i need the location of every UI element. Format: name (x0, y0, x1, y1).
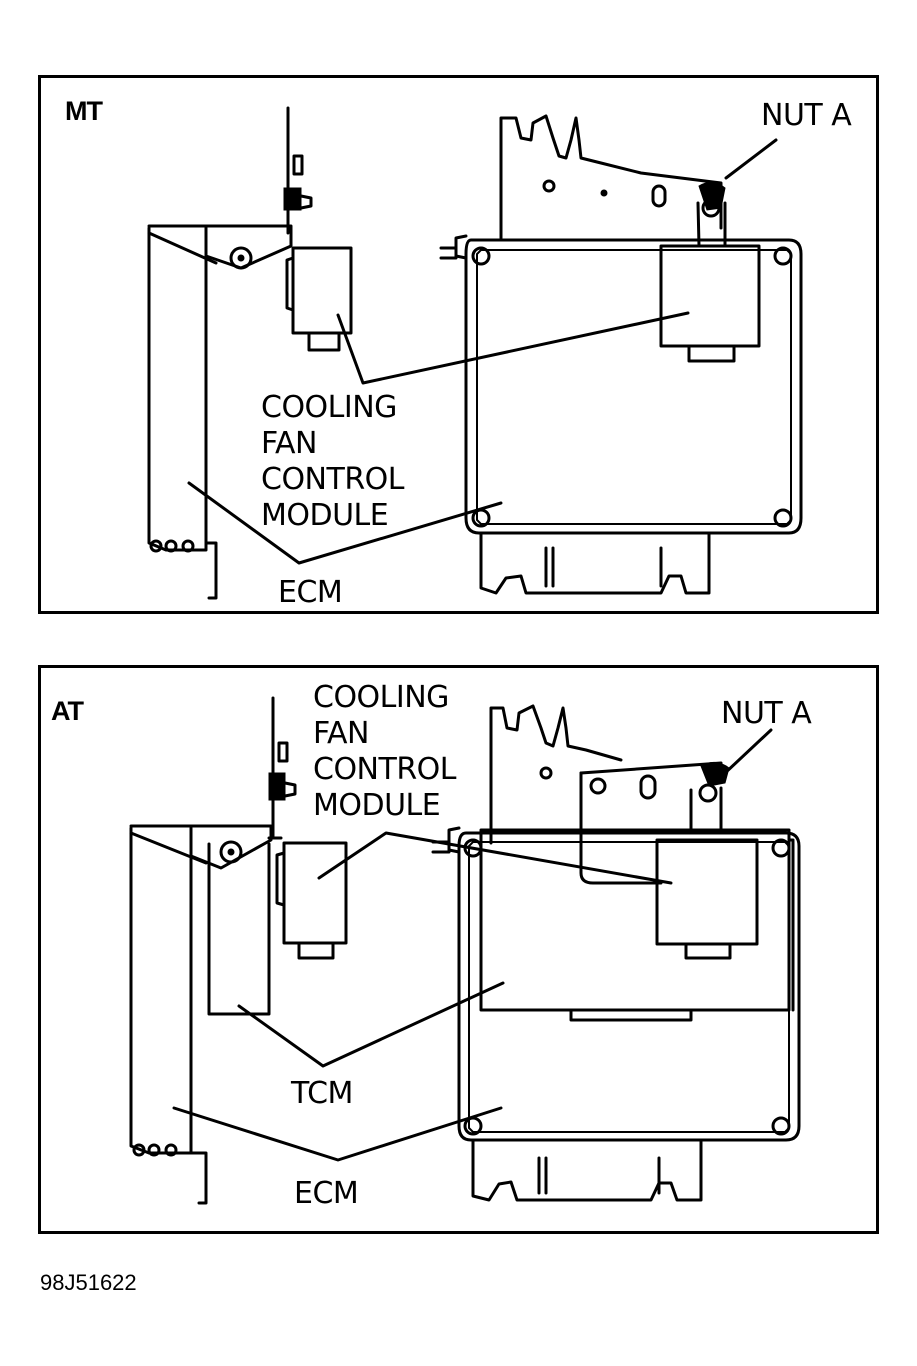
mt-leader-lines (187, 138, 778, 565)
at-nut-a-label: NUT A (721, 696, 812, 731)
at-tcm-plate (207, 836, 283, 1016)
mt-tag: MT (65, 96, 103, 126)
at-cooling-fan-label-line-1: COOLING (313, 680, 449, 715)
mt-nut-a-label: NUT A (761, 98, 852, 133)
at-cooling-fan-label-line-4: MODULE (313, 788, 441, 823)
mt-ecm-label: ECM (278, 575, 343, 610)
at-cooling-fan-module (275, 841, 348, 960)
at-tcm-mounted-module (655, 838, 759, 960)
figure-id: 98J51622 (40, 1270, 137, 1295)
at-tcm-label: TCM (291, 1076, 353, 1111)
at-nut-a-strap (689, 783, 723, 832)
at-upper-bracket (489, 704, 730, 885)
mt-rod (283, 106, 313, 235)
mt-cooling-fan-label: COOLING FAN CONTROL MODULE (261, 390, 405, 534)
mt-diagram (147, 106, 803, 600)
at-tcm-body (479, 828, 795, 1022)
mt-panel: MT NUT A COOLING FAN CONTROL MODULE ECM (38, 75, 879, 614)
at-diagram (129, 696, 801, 1205)
at-left-bracket (129, 824, 273, 1205)
at-panel: AT NUT A COOLING FAN CONTROL MODULE TCM … (38, 665, 879, 1234)
at-cooling-fan-label-line-2: FAN (313, 716, 369, 751)
mt-cooling-fan-module (285, 246, 353, 352)
mt-upper-bracket (499, 114, 726, 240)
mt-cooling-fan-label-line-4: MODULE (261, 498, 389, 533)
at-tag: AT (51, 696, 84, 726)
at-cooling-fan-label: COOLING FAN CONTROL MODULE (313, 680, 457, 824)
mt-ecm-body (439, 234, 803, 595)
mt-ecm-mounted-module (659, 244, 761, 363)
mt-cooling-fan-label-line-2: FAN (261, 426, 317, 461)
mt-cooling-fan-label-line-3: CONTROL (261, 462, 405, 497)
at-leader-lines (172, 728, 773, 1162)
at-ecm-label: ECM (294, 1176, 359, 1211)
mt-left-bracket (147, 224, 293, 600)
mt-cooling-fan-label-line-1: COOLING (261, 390, 397, 425)
at-rod (268, 696, 297, 840)
at-cooling-fan-label-line-3: CONTROL (313, 752, 457, 787)
